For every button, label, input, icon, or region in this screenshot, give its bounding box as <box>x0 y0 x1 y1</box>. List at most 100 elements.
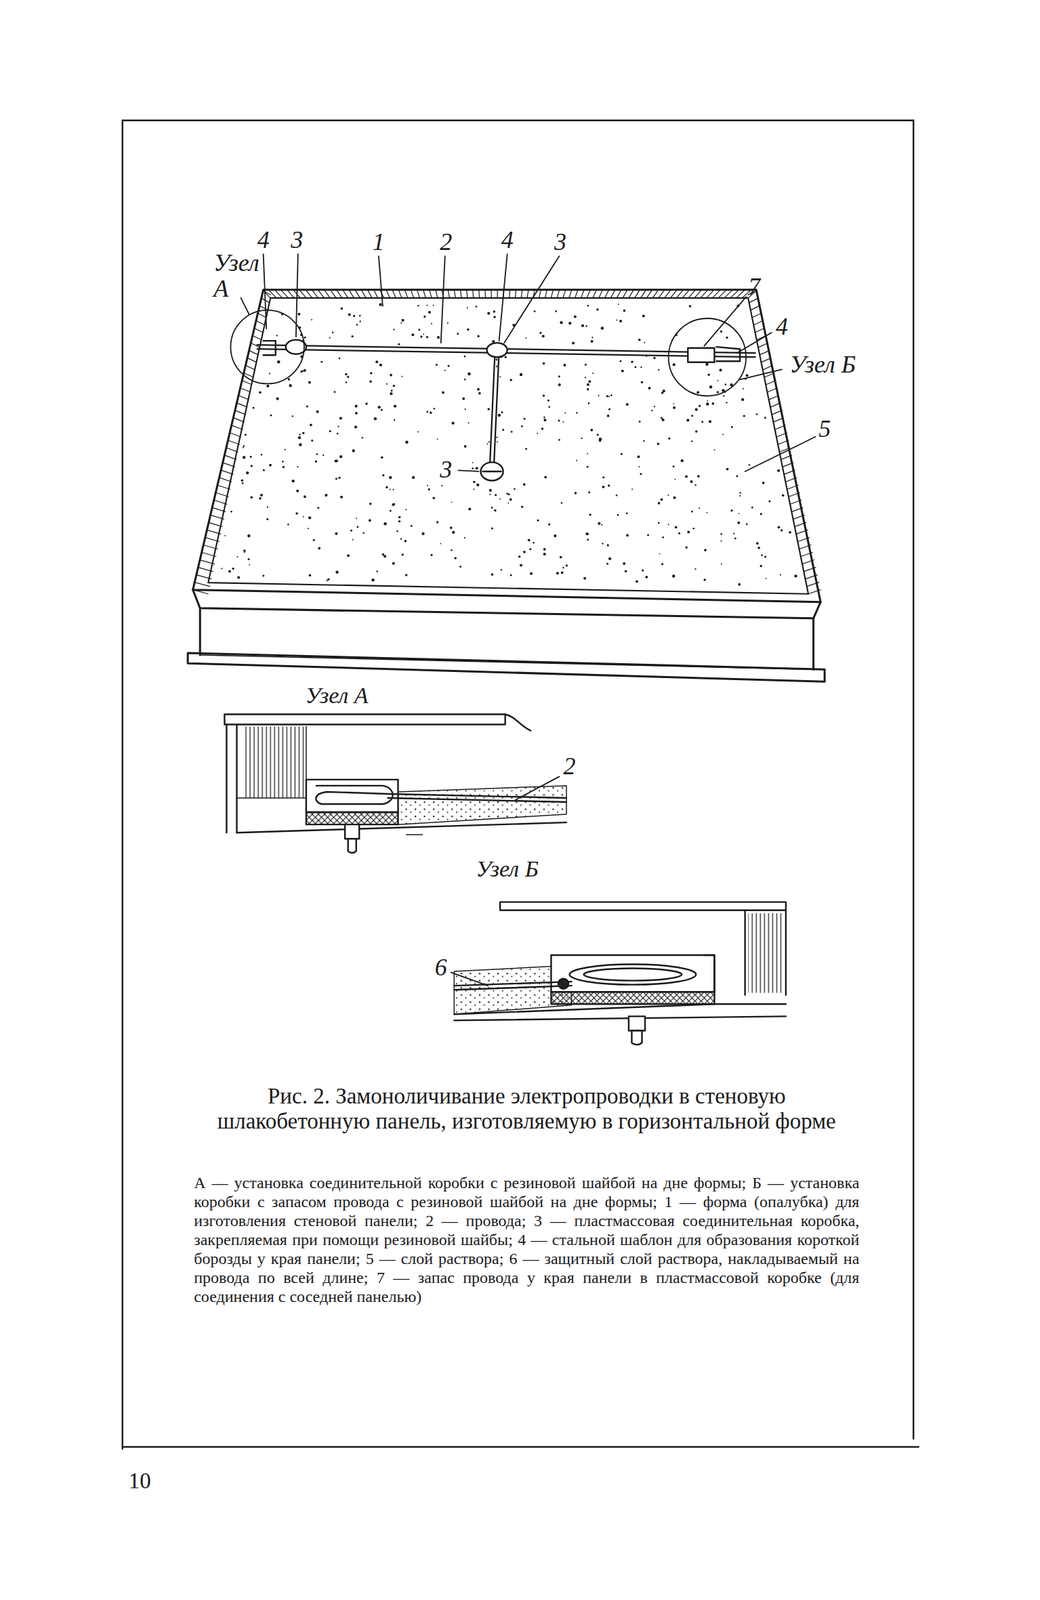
drawing-part <box>706 400 709 402</box>
drawing-part <box>493 315 496 319</box>
drawing-part <box>689 304 692 308</box>
drawing-part <box>638 420 641 423</box>
drawing-part <box>368 518 372 522</box>
drawing-part <box>802 560 814 565</box>
drawing-part <box>559 321 563 324</box>
drawing-part <box>507 493 510 496</box>
drawing-part <box>250 464 253 467</box>
drawing-part <box>308 516 311 519</box>
drawing-part <box>247 358 257 363</box>
drawing-part <box>404 539 408 543</box>
drawing-part <box>302 516 305 518</box>
drawing-part <box>491 506 494 509</box>
drawing-part <box>606 394 609 398</box>
drawing-part <box>519 373 523 377</box>
drawing-part <box>676 290 683 299</box>
drawing-part <box>556 290 559 299</box>
drawing-part <box>349 290 355 299</box>
drawing-part <box>389 373 393 377</box>
drawing-part <box>760 554 763 557</box>
drawing-part <box>694 484 696 486</box>
drawing-part <box>724 290 732 299</box>
drawing-part <box>716 346 740 362</box>
drawing-part <box>329 430 332 433</box>
drawing-part <box>268 372 271 374</box>
drawing-part <box>444 369 446 372</box>
drawing-part <box>256 320 265 325</box>
drawing-part <box>317 506 320 509</box>
drawing-part <box>674 525 678 529</box>
drawing-part <box>606 563 609 566</box>
drawing-part <box>206 529 221 534</box>
drawing-part <box>475 305 478 308</box>
drawing-part <box>776 432 787 438</box>
drawing-part <box>591 336 593 339</box>
drawing-part <box>592 290 597 299</box>
drawing-part <box>586 388 590 391</box>
drawing-part <box>805 575 818 580</box>
drawing-part <box>401 553 404 556</box>
drawing-part <box>325 290 331 299</box>
drawing-part <box>423 315 426 318</box>
drawing-part <box>806 582 820 587</box>
drawing-part <box>608 557 612 561</box>
drawing-part <box>712 402 715 406</box>
drawing-part <box>428 488 431 491</box>
callout-number: 7 <box>747 274 761 299</box>
drawing-part <box>199 560 215 565</box>
drawing-part <box>661 391 664 395</box>
drawing-part <box>585 325 588 328</box>
drawing-part <box>639 472 642 475</box>
drawing-part <box>619 319 622 323</box>
drawing-part <box>410 525 413 528</box>
drawing-part <box>590 340 594 343</box>
drawing-part <box>668 523 670 526</box>
drawing-part <box>241 482 244 485</box>
drawing-part <box>586 453 589 455</box>
drawing-part <box>605 290 609 299</box>
drawing-part <box>487 311 490 315</box>
drawing-part <box>792 507 803 512</box>
drawing-part <box>460 290 463 299</box>
drawing-part <box>420 335 423 338</box>
drawing-part <box>386 383 388 385</box>
drawing-part <box>230 310 304 384</box>
drawing-part <box>285 340 307 355</box>
drawing-part <box>376 570 378 572</box>
drawing-part <box>435 363 438 366</box>
drawing-part <box>735 475 738 478</box>
drawing-part <box>331 331 334 333</box>
drawing-part <box>510 574 513 577</box>
drawing-part <box>586 538 589 541</box>
drawing-part <box>760 350 769 356</box>
drawing-part <box>454 290 456 299</box>
drawing-part <box>542 362 546 366</box>
drawing-part <box>212 507 225 512</box>
drawing-part <box>752 313 762 318</box>
drawing-part <box>417 304 419 307</box>
drawing-part <box>295 512 299 515</box>
drawing-part <box>725 401 727 404</box>
drawing-part <box>315 460 318 463</box>
drawing-part <box>466 306 469 309</box>
drawing-part <box>507 502 509 505</box>
drawing-part <box>745 373 749 377</box>
drawing-part <box>784 470 796 475</box>
drawing-part <box>472 462 474 464</box>
drawing-part <box>298 433 301 435</box>
drawing-part <box>641 569 644 572</box>
drawing-part <box>781 494 785 498</box>
drawing-part <box>709 385 713 389</box>
drawing-part <box>782 462 794 467</box>
drawing-part <box>645 575 648 579</box>
drawing-part <box>378 256 383 307</box>
drawing-part <box>243 549 246 553</box>
drawing-part <box>688 290 695 299</box>
drawing-part <box>619 360 622 363</box>
drawing-part <box>387 794 567 803</box>
drawing-part <box>585 532 589 536</box>
drawing-part <box>514 290 516 299</box>
drawing-part <box>493 310 496 313</box>
drawing-part <box>687 530 690 534</box>
drawing-part <box>523 418 526 421</box>
